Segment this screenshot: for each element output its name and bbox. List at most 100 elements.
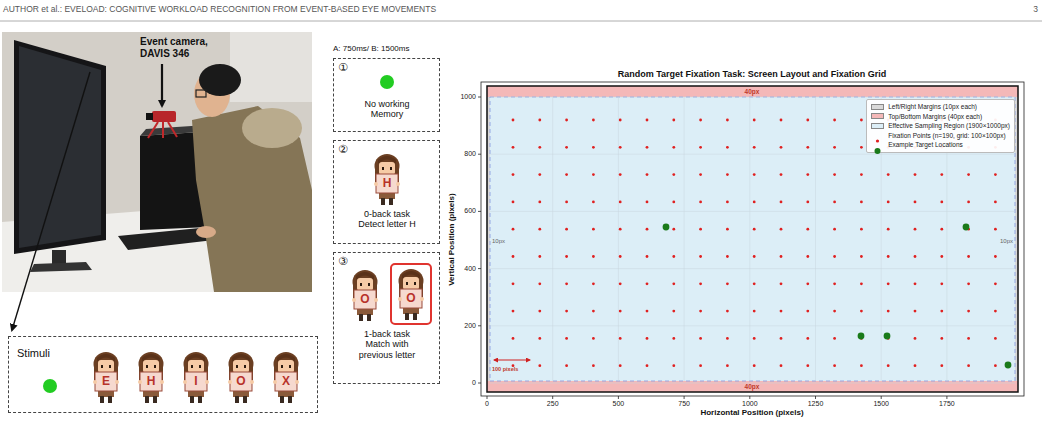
- legend-row: Fixation Points (n=190, grid: 100×100px): [871, 131, 1010, 141]
- fixation-point: [753, 364, 756, 367]
- fixation-point: [914, 255, 917, 258]
- fixation-point: [592, 310, 595, 313]
- eye: [360, 283, 362, 286]
- fixation-point: [994, 310, 997, 313]
- fixation-point: [753, 146, 756, 149]
- fixation-point: [994, 255, 997, 258]
- legend-swatch: [871, 113, 884, 119]
- character-placard: H: [134, 351, 168, 403]
- fixation-point: [860, 282, 863, 285]
- legend-text: Fixation Points (n=190, grid: 100×100px): [888, 132, 1005, 139]
- fixation-point: [887, 310, 890, 313]
- fixation-point: [538, 119, 541, 122]
- legend-row: Left/Right Margins (10px each): [871, 102, 1010, 112]
- fixation-point: [914, 282, 917, 285]
- margin-label: 10px: [1000, 238, 1013, 245]
- grid-line: [490, 211, 1015, 212]
- eye: [101, 365, 103, 368]
- fixation-point: [646, 282, 649, 285]
- margin-label: 40px: [745, 88, 760, 95]
- leg: [190, 396, 194, 403]
- hand: [160, 380, 164, 384]
- fixation-point: [592, 364, 595, 367]
- eye: [191, 365, 193, 368]
- target-location: [963, 224, 970, 231]
- step-number: ③: [338, 256, 348, 269]
- grid-line: [749, 97, 750, 381]
- fixation-point: [753, 228, 756, 231]
- person-hand: [196, 226, 216, 238]
- fixation-point: [592, 201, 595, 204]
- eye: [146, 365, 148, 368]
- fixation-point: [646, 119, 649, 122]
- tick-mark: [478, 383, 481, 384]
- axis-title: Vertical Position (pixels): [446, 194, 455, 286]
- fixation-point: [512, 201, 515, 204]
- fixation-point: [565, 282, 568, 285]
- target-location: [1005, 362, 1012, 369]
- fixation-point: [726, 282, 729, 285]
- character-placard: E: [89, 351, 123, 403]
- fixation-point: [806, 310, 809, 313]
- hand: [250, 380, 254, 384]
- fixation-point: [994, 337, 997, 340]
- hand: [352, 298, 356, 302]
- legend-row: Top/Bottom Margins (40px each): [871, 112, 1010, 122]
- fixation-point: [512, 337, 515, 340]
- fixation-point: [512, 173, 515, 176]
- fixation-point: [780, 146, 783, 149]
- fixation-dot: [380, 75, 394, 89]
- placard-letter: O: [400, 289, 422, 308]
- fixation-point: [833, 201, 836, 204]
- fixation-point: [619, 173, 622, 176]
- hand: [205, 380, 209, 384]
- fixation-chart: [478, 82, 1024, 399]
- leg: [288, 396, 292, 403]
- fixation-point: [699, 228, 702, 231]
- grid-line: [490, 154, 1015, 155]
- fixation-point: [646, 146, 649, 149]
- fixation-point: [940, 337, 943, 340]
- fixation-point: [780, 173, 783, 176]
- fixation-point: [565, 364, 568, 367]
- fixation-point: [967, 310, 970, 313]
- box-text: Stimuli: [17, 347, 50, 360]
- fixation-point: [940, 173, 943, 176]
- eye: [406, 282, 408, 285]
- placard-letter: I: [185, 372, 207, 391]
- target-location: [663, 224, 670, 231]
- placard: [185, 372, 207, 391]
- hand: [374, 182, 378, 186]
- fixation-point: [699, 310, 702, 313]
- fixation-point: [699, 255, 702, 258]
- grid-line: [490, 325, 1015, 326]
- legend-marker: [871, 137, 884, 145]
- tick-mark: [749, 396, 750, 399]
- fixation-point: [726, 173, 729, 176]
- placard: [230, 372, 252, 391]
- fixation-point: [806, 337, 809, 340]
- fixation-point: [860, 173, 863, 176]
- axes-frame: [481, 82, 1024, 396]
- hand: [396, 182, 400, 186]
- hood-fur: [242, 108, 302, 148]
- fixation-point: [672, 310, 675, 313]
- tick-label: 500: [613, 400, 625, 408]
- fixation-point: [619, 310, 622, 313]
- placard-letter: X: [275, 372, 297, 391]
- glasses: [196, 90, 206, 97]
- fixation-point: [994, 173, 997, 176]
- face: [357, 278, 373, 291]
- leg: [153, 396, 157, 403]
- fringe: [97, 354, 115, 362]
- condition-box: ①No working Memory: [333, 58, 440, 132]
- fixation-point: [914, 201, 917, 204]
- leg: [145, 396, 149, 403]
- tick-mark: [478, 154, 481, 155]
- fixation-point: [619, 337, 622, 340]
- face: [233, 360, 249, 373]
- grid-line: [552, 97, 553, 381]
- scale-label: 100 pixels: [492, 366, 518, 372]
- fixation-point: [726, 364, 729, 367]
- fixation-point: [887, 282, 890, 285]
